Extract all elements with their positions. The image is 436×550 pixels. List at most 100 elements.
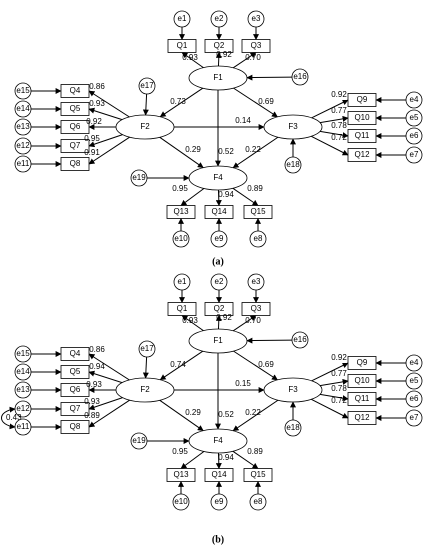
indicator-box xyxy=(60,157,90,171)
indicator-box xyxy=(166,205,196,219)
indicator-box xyxy=(241,302,271,316)
indicator-box xyxy=(167,302,197,316)
loading-coefficient: 0.93 xyxy=(86,380,102,389)
indicator-label: Q15 xyxy=(250,470,266,479)
loading-arrow xyxy=(88,107,123,121)
error-term xyxy=(14,118,32,136)
indicator-box xyxy=(166,468,196,482)
error-term xyxy=(405,390,423,408)
error-term xyxy=(138,77,156,95)
loading-arrow xyxy=(319,393,349,402)
error-label: e6 xyxy=(410,131,419,140)
error-term xyxy=(14,345,32,363)
path-coefficient: 0.69 xyxy=(258,360,274,369)
error-term xyxy=(247,10,265,28)
error-term xyxy=(405,409,423,427)
loading-coefficient: 0.77 xyxy=(331,106,347,115)
indicator-box xyxy=(60,84,90,98)
panel-label: (b) xyxy=(212,534,224,545)
indicator-box xyxy=(347,129,377,143)
loading-coefficient: 0.89 xyxy=(84,411,100,420)
indicator-box xyxy=(347,111,377,125)
path-coefficient: 0.15 xyxy=(235,379,251,388)
error-term xyxy=(14,82,32,100)
loading-coefficient: 0.94 xyxy=(89,362,105,371)
error-label: e12 xyxy=(16,141,30,150)
loading-arrow xyxy=(311,362,349,382)
loading-coefficient: 0.92 xyxy=(331,353,347,362)
indicator-box xyxy=(204,39,234,53)
error-term xyxy=(405,127,423,145)
loading-arrow xyxy=(232,450,259,469)
loading-coefficient: 0.72 xyxy=(331,396,347,405)
error-label: e18 xyxy=(286,160,300,169)
latent-label: F3 xyxy=(288,122,298,131)
error-term xyxy=(405,91,423,109)
indicator-label: Q5 xyxy=(70,367,81,376)
indicator-box xyxy=(60,365,90,379)
indicator-label: Q11 xyxy=(355,131,370,140)
indicator-label: Q15 xyxy=(250,207,266,216)
disturbance-arrow xyxy=(142,93,149,116)
disturbance-arrow xyxy=(246,74,293,81)
loading-coefficient: 0.92 xyxy=(216,50,232,59)
error-label: e13 xyxy=(16,385,30,394)
error-label: e5 xyxy=(410,113,419,122)
loading-arrow xyxy=(88,136,130,165)
latent-label: F2 xyxy=(140,385,150,394)
error-term xyxy=(14,381,32,399)
indicator-box xyxy=(60,120,90,134)
loading-coefficient: 0.93 xyxy=(84,397,100,406)
error-term xyxy=(291,68,309,86)
loading-coefficient: 0.94 xyxy=(218,453,234,462)
error-label: e2 xyxy=(215,277,224,286)
error-term xyxy=(172,493,190,511)
loading-coefficient: 0.78 xyxy=(331,121,347,130)
indicator-box xyxy=(347,93,377,107)
indicator-label: Q2 xyxy=(214,304,225,313)
error-label: e15 xyxy=(16,349,30,358)
loading-arrow xyxy=(311,135,349,156)
error-label: e14 xyxy=(16,367,30,376)
loading-arrow xyxy=(232,187,259,206)
loading-coefficient: 0.91 xyxy=(84,148,100,157)
loading-arrow xyxy=(180,188,205,206)
indicator-box xyxy=(204,205,234,219)
indicator-box xyxy=(204,302,234,316)
loading-arrow xyxy=(319,115,349,124)
indicator-label: Q13 xyxy=(173,470,189,479)
indicator-label: Q14 xyxy=(211,207,227,216)
error-label: e19 xyxy=(132,436,146,445)
indicator-label: Q2 xyxy=(214,41,225,50)
error-term xyxy=(405,109,423,127)
indicator-label: Q9 xyxy=(357,95,368,104)
error-label: e9 xyxy=(215,234,224,243)
indicator-box xyxy=(347,411,377,425)
error-term xyxy=(249,230,267,248)
error-label: e10 xyxy=(174,497,188,506)
path-coefficient: 0.14 xyxy=(235,116,251,125)
indicator-box xyxy=(347,392,377,406)
indicator-label: Q13 xyxy=(173,207,189,216)
indicator-label: Q4 xyxy=(70,86,81,95)
path-f1-f3 xyxy=(233,350,278,381)
error-term xyxy=(172,230,190,248)
indicator-label: Q9 xyxy=(357,358,368,367)
path-coefficient: 0.69 xyxy=(258,97,274,106)
error-term xyxy=(14,363,32,381)
indicator-label: Q10 xyxy=(354,113,370,122)
error-term xyxy=(405,146,423,164)
indicator-box xyxy=(60,347,90,361)
path-f3-f4 xyxy=(232,399,279,432)
path-f1-f2 xyxy=(159,87,204,118)
indicator-label: Q8 xyxy=(70,422,81,431)
loading-coefficient: 0.89 xyxy=(247,447,263,456)
error-label: e6 xyxy=(410,394,419,403)
error-term xyxy=(130,432,148,450)
path-coefficient: 0.22 xyxy=(245,145,261,154)
loading-coefficient: 0.93 xyxy=(182,53,198,62)
path-f2-f4 xyxy=(159,136,204,169)
indicator-box xyxy=(347,148,377,162)
indicator-box xyxy=(60,420,90,434)
